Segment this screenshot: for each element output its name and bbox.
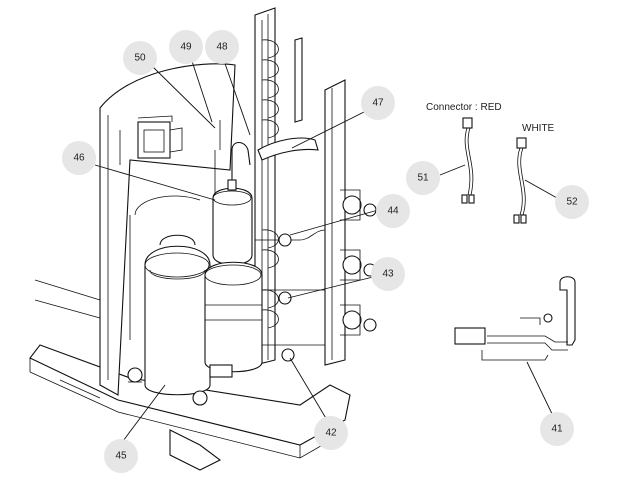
callout-43-text: 43 — [382, 269, 394, 280]
callout-52-text: 52 — [566, 197, 578, 208]
refrigerant-piping — [129, 120, 326, 362]
harness-white-connector — [513, 137, 527, 224]
callout-42-text: 42 — [325, 428, 337, 439]
compressor — [127, 234, 211, 406]
connector-red-label: Connector : RED — [426, 102, 502, 113]
pipe-assembly — [454, 276, 576, 361]
service-valves — [340, 189, 377, 336]
callout-41: 41 — [540, 412, 574, 446]
callout-42: 42 — [314, 416, 348, 450]
callout-48-text: 48 — [216, 42, 228, 53]
accumulator — [212, 141, 253, 266]
callout-44-text: 44 — [387, 206, 399, 217]
callout-52: 52 — [555, 185, 589, 219]
callout-45: 45 — [104, 439, 138, 473]
rear-frame-panel — [34, 63, 236, 396]
callout-49: 49 — [169, 30, 203, 64]
reactor-coil — [137, 115, 183, 159]
callout-46: 46 — [62, 141, 96, 175]
callout-41-text: 41 — [551, 424, 563, 435]
callout-51: 51 — [406, 161, 440, 195]
leader-lines — [94, 54, 558, 446]
callout-51-text: 51 — [417, 173, 429, 184]
callout-49-text: 49 — [180, 42, 192, 53]
callout-45-text: 45 — [115, 451, 127, 462]
callout-47: 47 — [361, 86, 395, 120]
callout-43: 43 — [371, 257, 405, 291]
callout-50-text: 50 — [134, 53, 146, 64]
callout-50: 50 — [123, 41, 157, 75]
callout-46-text: 46 — [73, 153, 85, 164]
heat-exchanger-tubes — [254, 7, 346, 366]
callout-47-text: 47 — [372, 98, 384, 109]
callout-48: 48 — [205, 30, 239, 64]
callout-44: 44 — [376, 194, 410, 228]
harness-red-connector — [461, 117, 475, 204]
white-label: WHITE — [522, 123, 555, 134]
base-pan — [29, 344, 351, 471]
receiver-tank — [204, 261, 263, 378]
